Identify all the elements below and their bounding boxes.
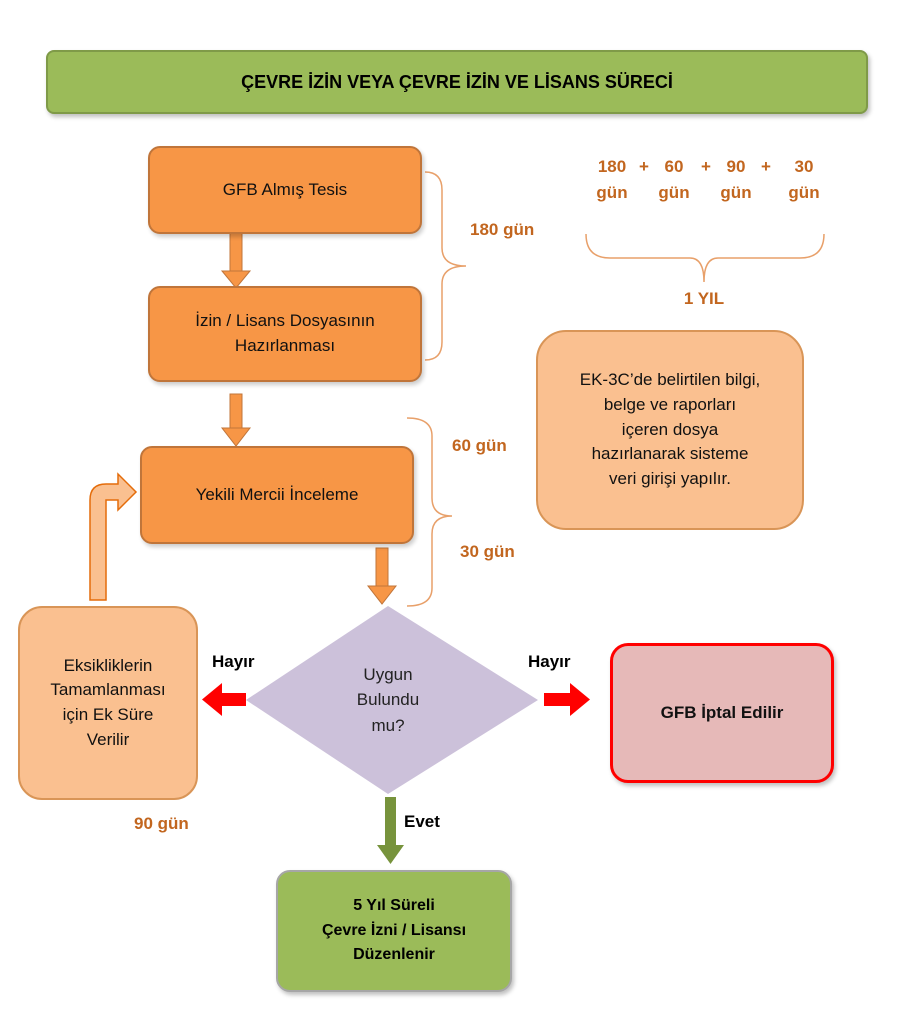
missing-line4: Verilir	[86, 729, 130, 749]
final-line1: 5 Yıl Süreli	[353, 896, 435, 914]
missing-line3: için Ek Süre	[62, 705, 154, 724]
final-permit-box: 5 Yıl Süreli Çevre İzni / Lisansı Düzenl…	[276, 870, 512, 992]
final-line2: Çevre İzni / Lisansı	[321, 921, 467, 939]
arrow-left-red	[202, 683, 246, 716]
calc-unit-3: gün	[720, 182, 752, 202]
branch-yes: Evet	[404, 812, 440, 831]
note-line1: EK-3C’de belirtilen bilgi,	[579, 370, 761, 390]
final-line3: Düzenlenir	[353, 946, 435, 964]
arrow-down-green	[377, 797, 404, 864]
calc-num-4: 30	[794, 157, 814, 176]
brace-60-30	[406, 417, 453, 607]
decision-text: Uygun Bulundu mu?	[316, 650, 460, 750]
arrow-right-red	[544, 683, 590, 716]
page-title: ÇEVRE İZİN VEYA ÇEVRE İZİN VE LİSANS SÜR…	[46, 50, 868, 114]
prep-step-line2: Hazırlanması	[234, 336, 336, 355]
arrow-down-1	[220, 232, 252, 289]
decision-diamond	[246, 606, 538, 794]
bent-arrow-back	[89, 472, 138, 601]
cancel-label: GFB İptal Edilir	[660, 702, 784, 722]
duration-180: 180 gün	[470, 220, 535, 239]
calc-term-2: 60 gün	[652, 154, 696, 205]
missing-line2: Tamamlanması	[50, 680, 166, 700]
calc-term-4: 30 gün	[782, 154, 826, 205]
branch-no-right: Hayır	[528, 652, 571, 671]
decision-line1: Uygun	[363, 664, 413, 684]
note-line5: veri girişi yapılır.	[609, 468, 731, 488]
note-line3: içeren dosya	[621, 419, 719, 439]
arrow-down-2	[220, 393, 252, 447]
missing-items-box: Eksikliklerin Tamamlanması için Ek Süre …	[18, 606, 198, 800]
gfb-step-box: GFB Almış Tesis	[148, 146, 422, 234]
review-step-box: Yekili Mercii İnceleme	[140, 446, 414, 544]
duration-30: 30 gün	[460, 542, 515, 561]
calc-term-3: 90 gün	[714, 154, 758, 205]
duration-90: 90 gün	[134, 814, 189, 833]
review-step-label: Yekili Mercii İnceleme	[195, 484, 359, 504]
calc-plus-2: +	[701, 157, 711, 176]
prep-step-line1: İzin / Lisans Dosyasının	[195, 311, 375, 331]
calc-plus-1: +	[639, 157, 649, 176]
calc-term-1: 180 gün	[590, 154, 634, 205]
calc-num-1: 180	[597, 157, 627, 176]
calc-num-2: 60	[664, 157, 684, 176]
calc-plus-3: +	[761, 157, 771, 176]
note-box: EK-3C’de belirtilen bilgi, belge ve rapo…	[536, 330, 804, 530]
calc-unit-1: gün	[596, 182, 628, 202]
branch-no-left: Hayır	[212, 652, 255, 671]
brace-1-yil	[585, 233, 825, 283]
note-line4: hazırlanarak sisteme	[591, 444, 749, 464]
decision-line3: mu?	[371, 715, 405, 735]
duration-60: 60 gün	[452, 436, 507, 455]
prep-step-box: İzin / Lisans Dosyasının Hazırlanması	[148, 286, 422, 382]
decision-line2: Bulundu	[356, 690, 420, 710]
brace-180	[424, 171, 467, 361]
arrow-down-3	[366, 547, 398, 605]
note-line2: belge ve raporları	[603, 395, 737, 415]
gfb-step-label: GFB Almış Tesis	[222, 179, 348, 199]
calc-unit-2: gün	[658, 182, 690, 202]
calc-total: 1 YIL	[683, 289, 725, 308]
missing-line1: Eksikliklerin	[63, 655, 153, 675]
calc-num-3: 90	[726, 157, 746, 176]
cancel-box: GFB İptal Edilir	[610, 643, 834, 783]
calc-unit-4: gün	[788, 182, 820, 202]
